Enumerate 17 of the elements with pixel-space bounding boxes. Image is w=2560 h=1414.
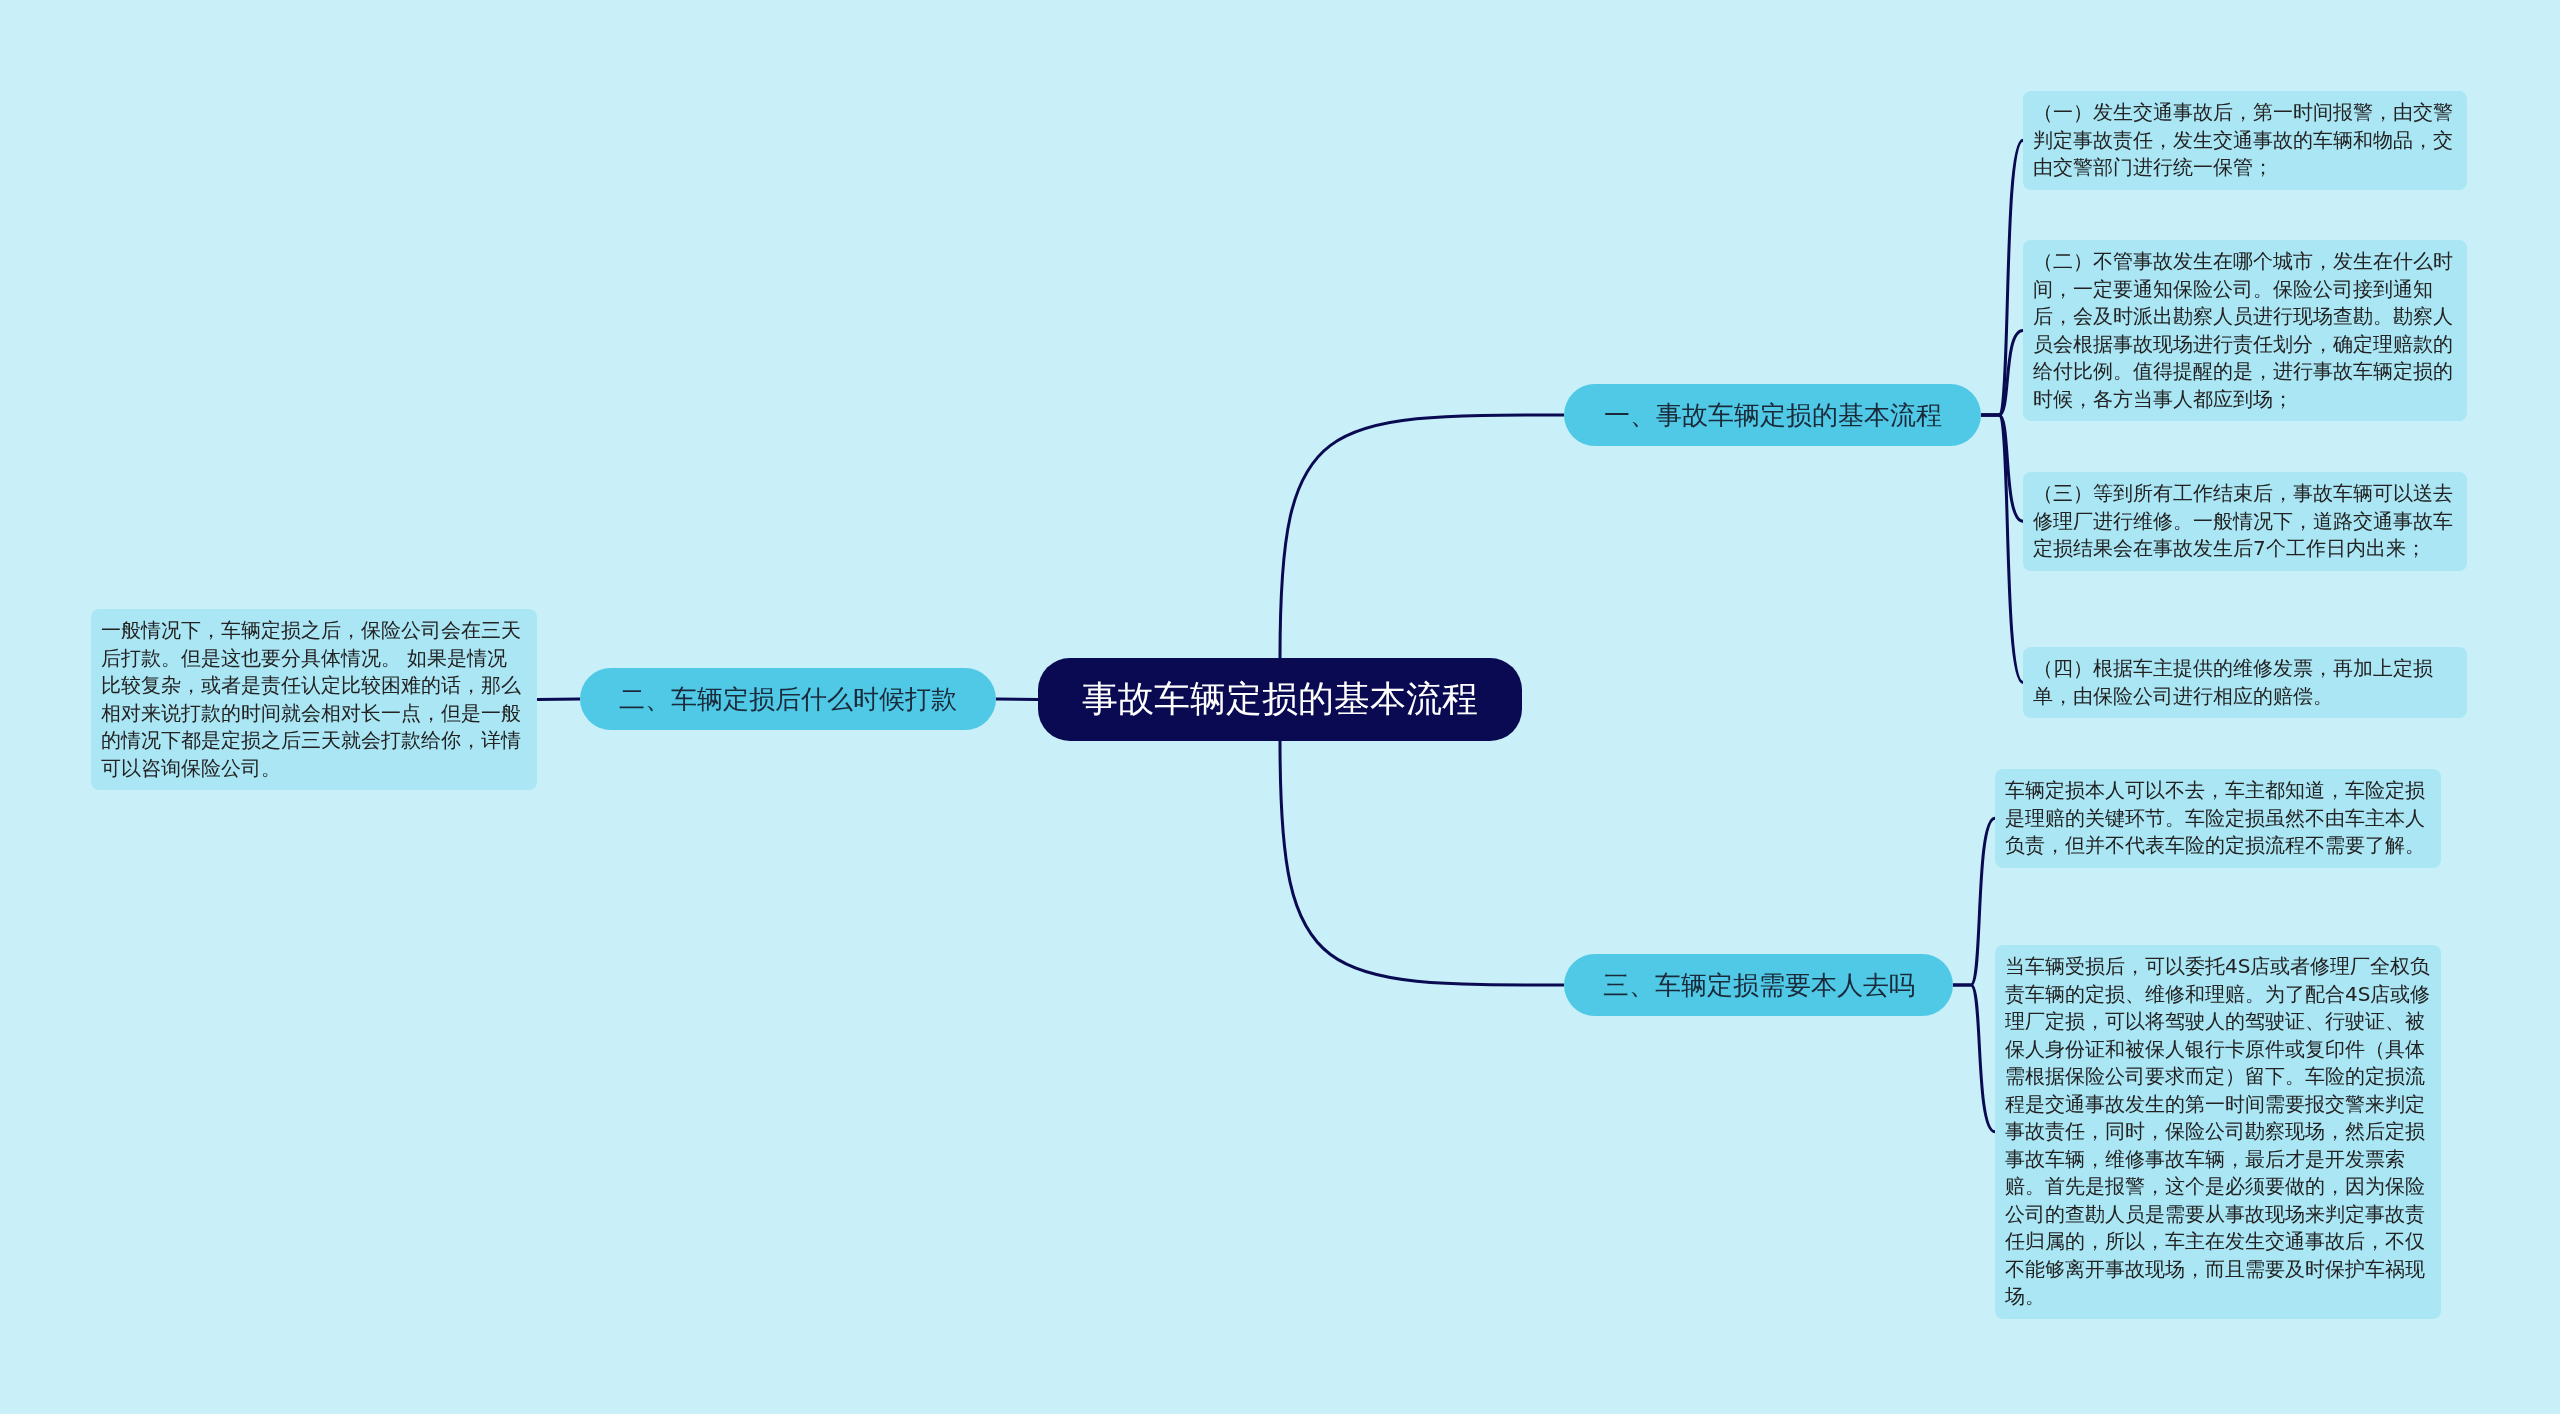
connector-line: [537, 697, 580, 701]
connector-line: [1278, 740, 1564, 987]
note-box: 一般情况下，车辆定损之后，保险公司会在三天后打款。但是这也要分具体情况。 如果是情况比较复杂，或者是责任认定比较困难的话，那么相对来说打款的时间就会相对长一点，但是一般的情况下都是定损之后三天就会打款给你，详情可以咨询保险公司。: [91, 609, 537, 790]
central-topic: 事故车辆定损的基本流程: [1038, 658, 1522, 741]
connector-line: [996, 697, 1038, 701]
note-box: （二）不管事故发生在哪个城市，发生在什么时间，一定要通知保险公司。保险公司接到通知后，会及时派出勘察人员进行现场查勘。勘察人员会根据事故现场进行责任划分，确定理赔款的给付比例。值得提醒的是，进行事故车辆定损的时候，各方当事人都应到场；: [2023, 240, 2467, 421]
connector-line: [1278, 413, 1564, 659]
note-box: 当车辆受损后，可以委托4S店或者修理厂全权负责车辆的定损、维修和理赔。为了配合4S店或修理厂定损，可以将驾驶人的驾驶证、行驶证、被保人身份证和被保人银行卡原件或复印件（具体需根据保险公司要求而定）留下。车险的定损流程是交通事故发生的第一时间需要报交警来判定事故责任，同时，保险公司勘察现场，然后定损事故车辆，维修事故车辆，最后才是开发票索赔。首先是报警，这个是必须要做的，因为保险公司的查勘人员是需要从事故现场来判定事故责任归属的，所以，车主在发生交通事故后，不仅不能够离开事故现场，而且需要及时保护车祸现场。: [1995, 945, 2441, 1319]
note-box: （四）根据车主提供的维修发票，再加上定损单，由保险公司进行相应的赔偿。: [2023, 647, 2467, 718]
note-box: （一）发生交通事故后，第一时间报警，由交警判定事故责任，发生交通事故的车辆和物品，交由交警部门进行统一保管；: [2023, 91, 2467, 190]
note-box: 车辆定损本人可以不去，车主都知道，车险定损是理赔的关键环节。车险定损虽然不由车主本人负责，但并不代表车险的定损流程不需要了解。: [1995, 769, 2441, 868]
topic-box: 一、事故车辆定损的基本流程: [1564, 384, 1981, 446]
topic-box: 三、车辆定损需要本人去吗: [1564, 954, 1953, 1016]
connector-line: [1953, 983, 1996, 1133]
note-box: （三）等到所有工作结束后，事故车辆可以送去修理厂进行维修。一般情况下，道路交通事故车定损结果会在事故发生后7个工作日内出来；: [2023, 472, 2467, 571]
connector-line: [1981, 413, 2025, 684]
topic-box: 二、车辆定损后什么时候打款: [580, 668, 996, 730]
